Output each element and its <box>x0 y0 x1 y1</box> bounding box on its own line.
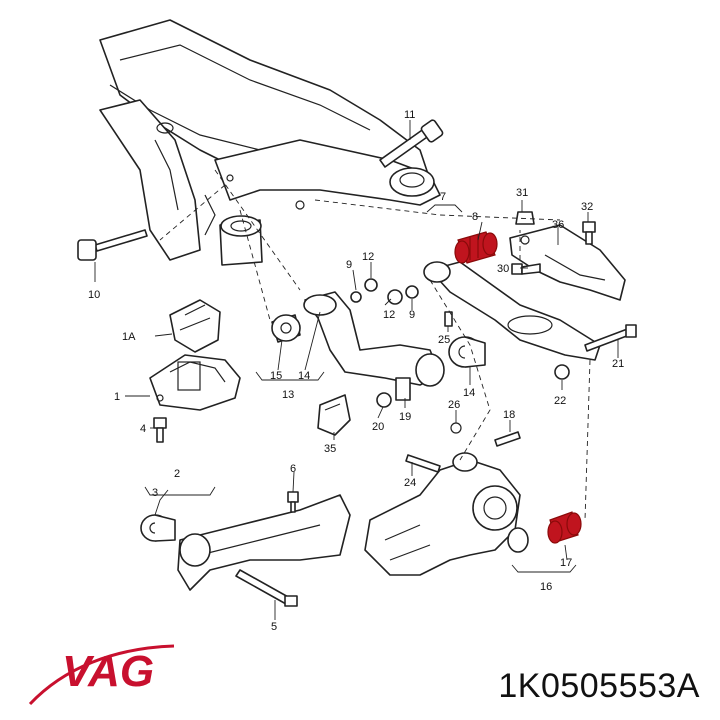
bracket-35 <box>317 394 351 436</box>
bolt-10 <box>77 229 148 282</box>
callout-31: 31 <box>516 187 528 199</box>
assembly-lines <box>159 169 591 521</box>
callout-3: 3 <box>152 487 158 499</box>
bolt-30 <box>511 263 541 275</box>
callout-14a: 14 <box>298 370 310 382</box>
trailing-arm <box>177 494 351 591</box>
callout-6: 6 <box>290 463 296 475</box>
callout-22: 22 <box>554 395 566 407</box>
callout-16: 16 <box>540 581 552 593</box>
callout-35: 35 <box>324 443 336 455</box>
bushing-16 <box>507 527 529 553</box>
bracket-36 <box>509 224 626 301</box>
callout-9a: 9 <box>346 259 352 271</box>
bushing-8-highlighted <box>454 231 498 264</box>
callout-32: 32 <box>581 201 593 213</box>
leaders <box>125 200 619 620</box>
callout-20: 20 <box>372 421 384 433</box>
callout-5: 5 <box>271 621 277 633</box>
rear-subframe <box>99 19 441 266</box>
bushing-17-highlighted <box>547 511 582 544</box>
wheel-carrier <box>364 452 521 576</box>
bolt-5 <box>235 569 298 607</box>
callout-36: 36 <box>552 219 564 231</box>
callout-8: 8 <box>472 211 478 223</box>
bushing-14 <box>448 336 486 368</box>
callout-13: 13 <box>282 389 294 401</box>
callout-labels: 11 10 7 8 31 32 36 30 9 12 12 9 25 1A 1 … <box>88 109 624 633</box>
callout-4: 4 <box>140 423 146 435</box>
callout-12a: 12 <box>362 251 374 263</box>
bolt-18 <box>494 431 521 447</box>
bolt-21 <box>584 324 637 352</box>
callout-18: 18 <box>503 409 515 421</box>
bushing-15 <box>271 314 301 343</box>
bolt-6 <box>287 491 299 513</box>
vag-logo-swoosh <box>28 644 175 706</box>
washer-9a <box>350 291 362 303</box>
bolt-24 <box>405 454 441 473</box>
bolt-4 <box>153 417 167 443</box>
bolt-11 <box>379 119 444 168</box>
nut-12b <box>387 289 403 305</box>
callout-15: 15 <box>270 370 282 382</box>
rubber-mount-1A <box>169 299 221 353</box>
bushing-3 <box>140 514 176 542</box>
bolt-32 <box>582 221 596 245</box>
callout-2: 2 <box>174 468 180 480</box>
nut-12a <box>364 278 378 292</box>
circlip-26 <box>450 422 462 434</box>
callout-1A: 1A <box>122 331 136 343</box>
clip-19 <box>395 377 411 401</box>
callout-14b: 14 <box>463 387 475 399</box>
callout-17: 17 <box>560 557 572 569</box>
callout-19: 19 <box>399 411 411 423</box>
nut-22 <box>554 364 570 380</box>
callout-26: 26 <box>448 399 460 411</box>
callout-10: 10 <box>88 289 100 301</box>
nut-20 <box>376 392 392 408</box>
nut-31 <box>515 211 535 225</box>
callout-24: 24 <box>404 477 416 489</box>
upper-control-arm <box>303 291 445 387</box>
callout-30: 30 <box>497 263 509 275</box>
callout-12b: 12 <box>383 309 395 321</box>
mount-1 <box>149 354 241 411</box>
washer-9b <box>405 285 419 299</box>
callout-25: 25 <box>438 334 450 346</box>
callout-1: 1 <box>114 391 120 403</box>
part-number: 1K0505553A <box>498 667 700 705</box>
callout-21: 21 <box>612 358 624 370</box>
callout-11: 11 <box>404 109 415 121</box>
callout-7: 7 <box>440 191 446 203</box>
vag-logo: VAG <box>28 644 175 706</box>
callout-9b: 9 <box>409 309 415 321</box>
vag-logo-text: VAG <box>62 647 154 696</box>
lower-wishbone <box>423 261 601 361</box>
